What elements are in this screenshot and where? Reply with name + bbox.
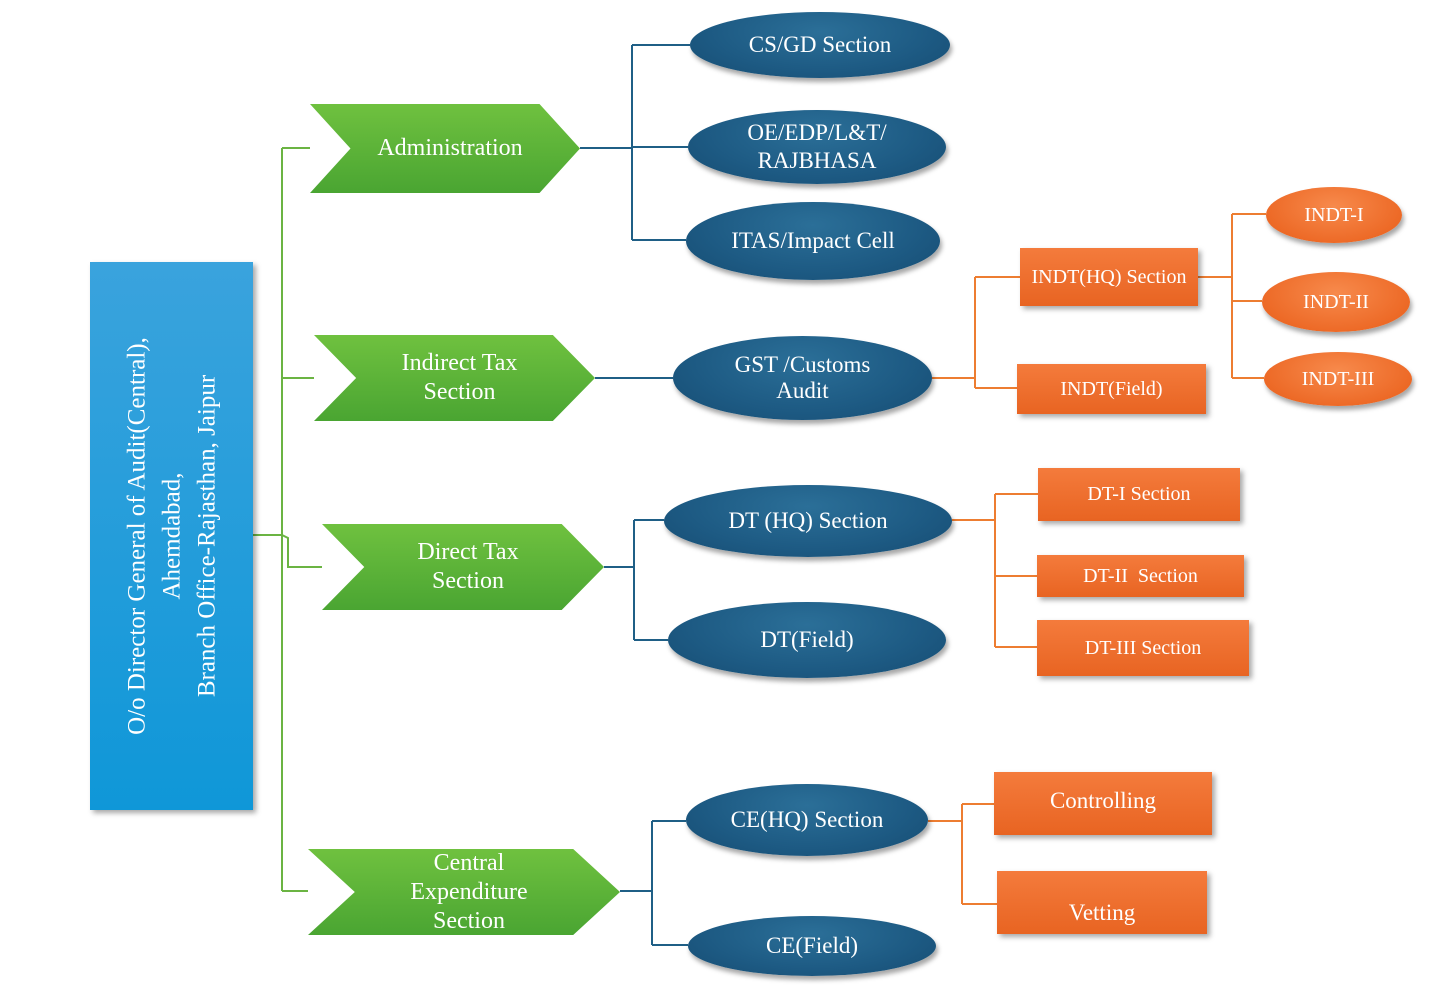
node-indirect-tax: Indirect Tax Section xyxy=(314,335,595,421)
node-dt-ii: DT-II Section xyxy=(1037,555,1244,597)
node-central-expenditure: Central Expenditure Section xyxy=(308,849,620,935)
dt-hq-label: DT (HQ) Section xyxy=(728,508,888,533)
root-label: O/o Director General of Audit(Central), … xyxy=(123,337,220,735)
indt-i-label: INDT-I xyxy=(1304,203,1364,226)
indt-hq-label: INDT(HQ) Section xyxy=(1031,265,1187,288)
dt-i-label: DT-I Section xyxy=(1087,483,1191,505)
node-dt-iii: DT-III Section xyxy=(1037,620,1249,676)
node-administration: Administration xyxy=(310,104,580,193)
node-dt-field: DT(Field) xyxy=(668,602,946,678)
root-node: O/o Director General of Audit(Central), … xyxy=(90,262,253,810)
node-indt-field: INDT(Field) xyxy=(1017,364,1206,414)
branch-direct-tax xyxy=(281,534,322,568)
indt-ii-label: INDT-II xyxy=(1303,290,1369,313)
central-expenditure-label: Central Expenditure Section xyxy=(410,849,528,934)
indt-field-label: INDT(Field) xyxy=(1060,377,1163,400)
direct-tax-label: Direct Tax Section xyxy=(417,539,519,594)
node-indt-i: INDT-I xyxy=(1266,187,1402,243)
indt-iii-label: INDT-III xyxy=(1301,367,1375,390)
oe-edp-label: OE/EDP/L&T/ RAJBHASA xyxy=(747,120,887,173)
node-direct-tax: Direct Tax Section xyxy=(322,524,604,610)
node-ce-hq: CE(HQ) Section xyxy=(686,784,928,856)
ce-field-label: CE(Field) xyxy=(766,933,858,958)
dt-ii-label: DT-II Section xyxy=(1083,564,1198,587)
node-indt-iii: INDT-III xyxy=(1264,352,1412,406)
ce-hq-label: CE(HQ) Section xyxy=(730,807,884,832)
node-gst-customs: GST /Customs Audit xyxy=(673,336,932,420)
node-oe-edp: OE/EDP/L&T/ RAJBHASA xyxy=(688,110,946,184)
gst-customs-label: GST /Customs Audit xyxy=(734,352,871,403)
dt-field-label: DT(Field) xyxy=(760,627,854,652)
node-itas: ITAS/Impact Cell xyxy=(686,202,940,280)
node-indt-ii: INDT-II xyxy=(1262,272,1410,332)
itas-label: ITAS/Impact Cell xyxy=(731,228,895,253)
node-dt-hq: DT (HQ) Section xyxy=(664,485,952,557)
indirect-tax-label: Indirect Tax Section xyxy=(401,350,518,405)
node-controlling: Controlling xyxy=(994,772,1212,835)
node-cs-gd-section: CS/GD Section xyxy=(690,12,950,78)
node-vetting: Vetting xyxy=(997,871,1207,934)
controlling-label: Controlling xyxy=(1049,788,1157,813)
dt-iii-label: DT-III Section xyxy=(1084,636,1202,659)
vetting-label: Vetting xyxy=(1068,900,1136,925)
administration-label: Administration xyxy=(377,135,523,161)
node-dt-i: DT-I Section xyxy=(1038,468,1240,521)
cs-gd-label: CS/GD Section xyxy=(748,32,892,57)
node-ce-field: CE(Field) xyxy=(688,916,936,976)
node-indt-hq: INDT(HQ) Section xyxy=(1020,248,1198,306)
